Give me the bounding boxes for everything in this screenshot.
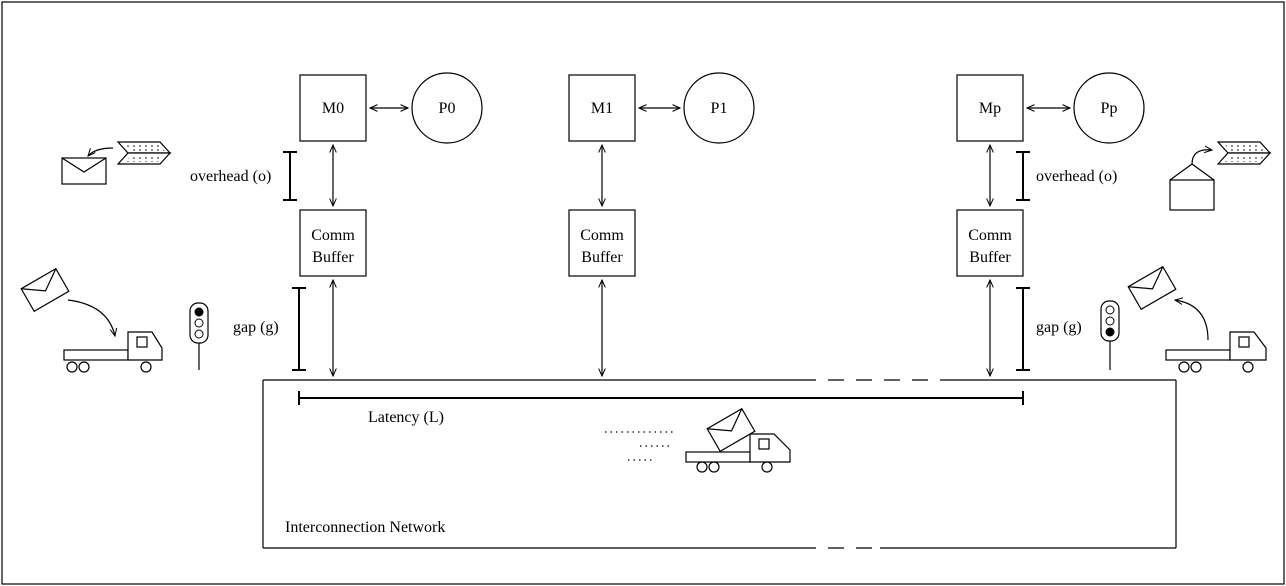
curved-arrow-icon — [1191, 150, 1212, 165]
overhead-bracket-right — [1016, 151, 1030, 201]
processor-label-0: P0 — [439, 100, 456, 117]
tilted-envelope-icon — [706, 407, 756, 453]
memory-label-p: Mp — [979, 100, 1001, 117]
open-envelope-icon — [1169, 163, 1215, 211]
truck-icon — [685, 433, 791, 473]
overhead-bracket-left — [283, 151, 297, 201]
truck-icon — [63, 331, 163, 373]
comm-buffer-box-1 — [568, 209, 636, 277]
overhead-label-left: overhead (o) — [190, 168, 271, 185]
gap-bracket-left — [292, 287, 306, 371]
motion-lines — [605, 431, 676, 461]
comm-buffer-line1-0: Comm — [311, 227, 355, 244]
tilted-envelope-icon — [20, 267, 70, 313]
comm-buffer-line2-0: Buffer — [312, 249, 354, 266]
memory-box-p — [956, 74, 1024, 142]
folded-paper-icon — [1216, 141, 1272, 165]
processor-label-1: P1 — [711, 100, 728, 117]
node-p: Mp Pp Comm Buffer — [956, 72, 1145, 376]
node-1: M1 P1 Comm Buffer — [568, 72, 755, 376]
curved-arrow-icon — [88, 147, 114, 156]
comm-buffer-line2-p: Buffer — [969, 249, 1011, 266]
latency-label: Latency (L) — [368, 409, 444, 426]
node-0: M0 P0 Comm Buffer — [299, 72, 483, 376]
network-box — [262, 379, 1177, 549]
curved-arrow-icon — [67, 299, 115, 336]
comm-buffer-box-0 — [299, 209, 367, 277]
processor-circle-p — [1073, 72, 1145, 144]
memory-label-0: M0 — [322, 100, 344, 117]
folded-paper-icon — [116, 141, 172, 165]
traffic-light-icon — [189, 302, 209, 370]
envelope-icon — [61, 157, 107, 185]
gap-label-right: gap (g) — [1036, 319, 1082, 336]
comm-buffer-line1-p: Comm — [968, 227, 1012, 244]
processor-label-p: Pp — [1101, 100, 1118, 117]
truck-icon — [1165, 331, 1267, 373]
overhead-label-right: overhead (o) — [1036, 168, 1117, 185]
curved-arrow-icon — [1175, 300, 1209, 341]
memory-label-1: M1 — [591, 100, 613, 117]
comm-buffer-box-p — [956, 209, 1024, 277]
comm-buffer-line1-1: Comm — [580, 227, 624, 244]
tilted-envelope-icon — [1127, 265, 1177, 311]
processor-circle-1 — [683, 72, 755, 144]
network-label: Interconnection Network — [285, 519, 445, 536]
gap-bracket-right — [1016, 287, 1030, 371]
comm-buffer-line2-1: Buffer — [581, 249, 623, 266]
latency-bracket — [298, 391, 1024, 405]
processor-circle-0 — [411, 72, 483, 144]
memory-box-0 — [299, 74, 367, 142]
gap-label-left: gap (g) — [233, 319, 279, 336]
memory-box-1 — [568, 74, 636, 142]
traffic-light-icon — [1100, 300, 1120, 370]
